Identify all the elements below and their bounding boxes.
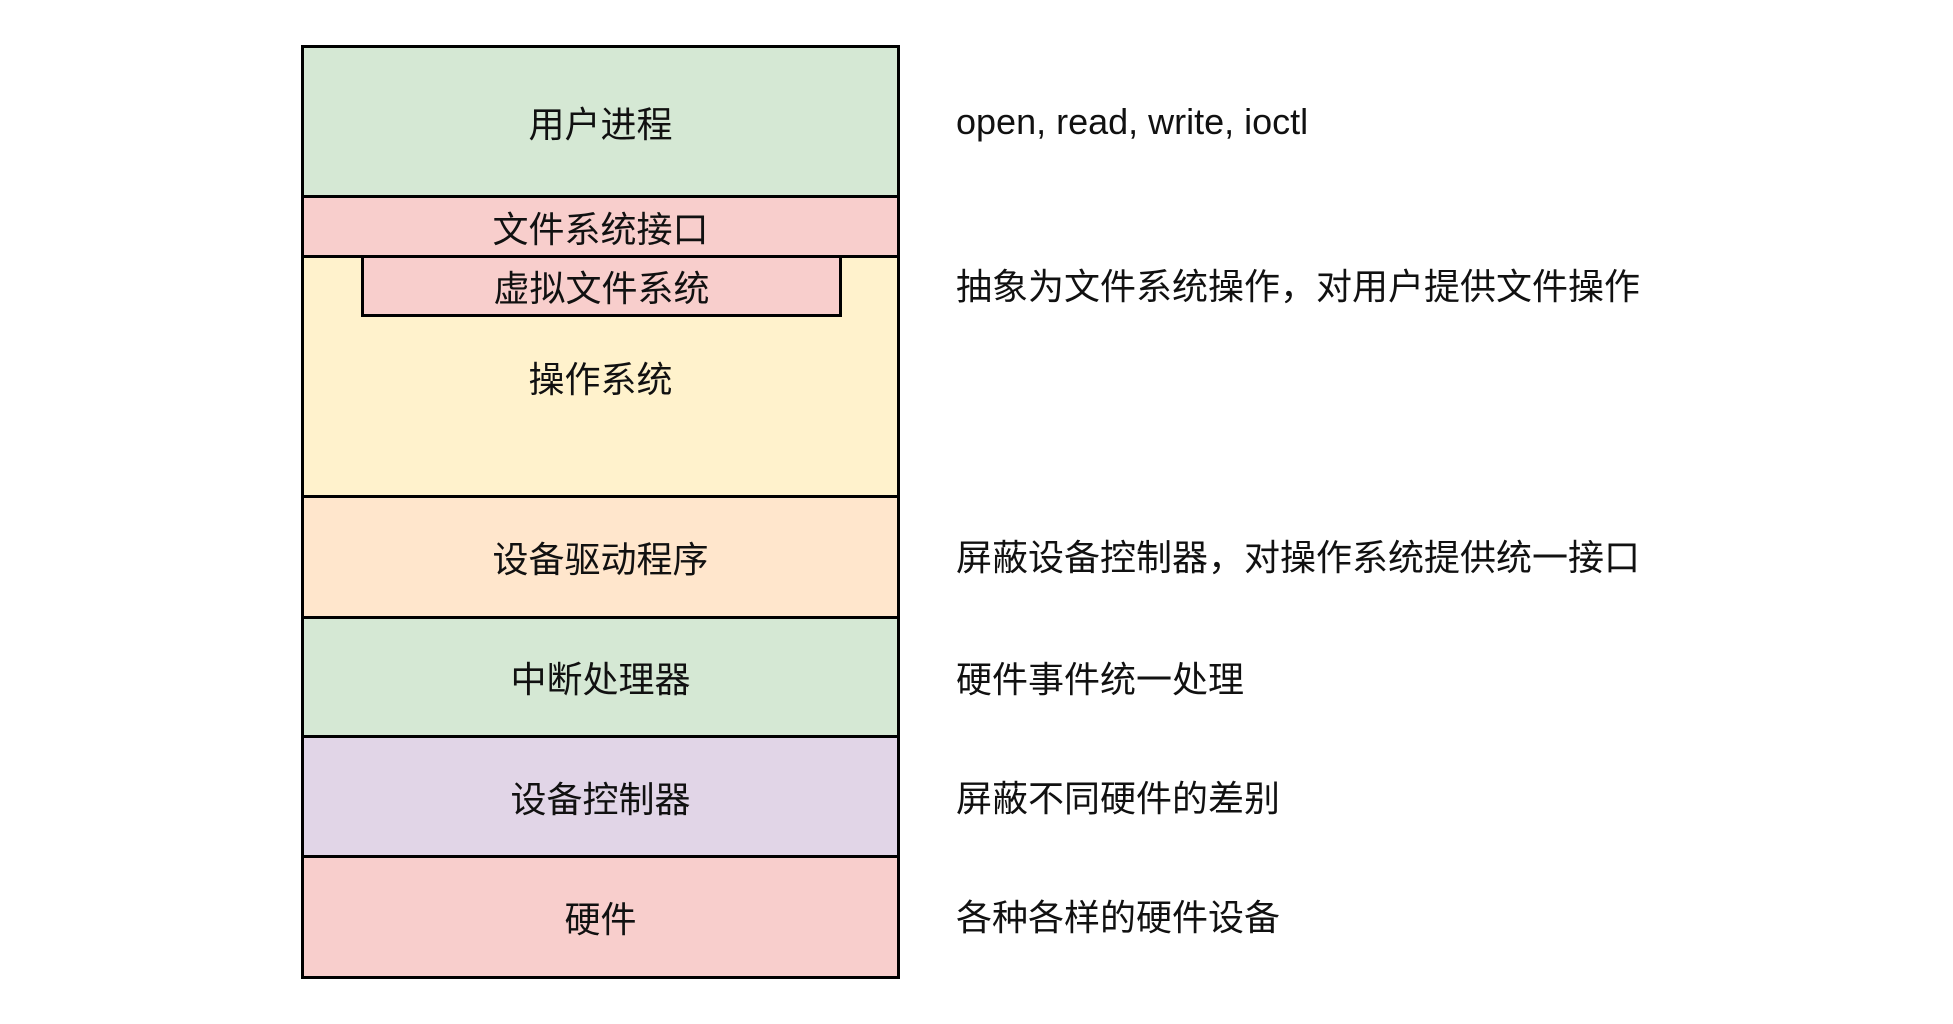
annotation-virtual-file-system: 抽象为文件系统操作，对用户提供文件操作: [956, 266, 1641, 307]
layer-device-driver: 设备驱动程序: [301, 495, 900, 619]
layer-label: 设备驱动程序: [492, 539, 709, 580]
layer-label: 中断处理器: [510, 659, 691, 700]
layer-fs-interface: 文件系统接口: [301, 195, 900, 258]
annotation-interrupt-handler: 硬件事件统一处理: [956, 659, 1245, 700]
annotation-device-controller: 屏蔽不同硬件的差别: [956, 778, 1281, 819]
layer-interrupt-handler: 中断处理器: [301, 616, 900, 738]
layer-label: 硬件: [564, 899, 637, 940]
annotation-hardware: 各种各样的硬件设备: [956, 897, 1281, 938]
layer-hardware: 硬件: [301, 855, 900, 979]
layer-label: 虚拟文件系统: [493, 268, 710, 309]
layer-user-process: 用户进程: [301, 45, 900, 198]
layer-label: 设备控制器: [510, 778, 691, 820]
annotation-user-process: open, read, write, ioctl: [956, 101, 1309, 142]
layer-stack: 用户进程 文件系统接口 虚拟文件系统 操作系统 设备驱动程序 中断处理器 设备控…: [301, 45, 900, 979]
layer-label: 用户进程: [528, 103, 673, 145]
layer-operating-system: 虚拟文件系统 操作系统: [301, 255, 900, 498]
annotation-device-driver: 屏蔽设备控制器，对操作系统提供统一接口: [956, 537, 1641, 578]
layer-label: 操作系统: [528, 358, 673, 400]
layer-label: 文件系统接口: [492, 208, 709, 250]
layer-device-controller: 设备控制器: [301, 735, 900, 858]
layer-virtual-file-system: 虚拟文件系统: [361, 255, 842, 317]
